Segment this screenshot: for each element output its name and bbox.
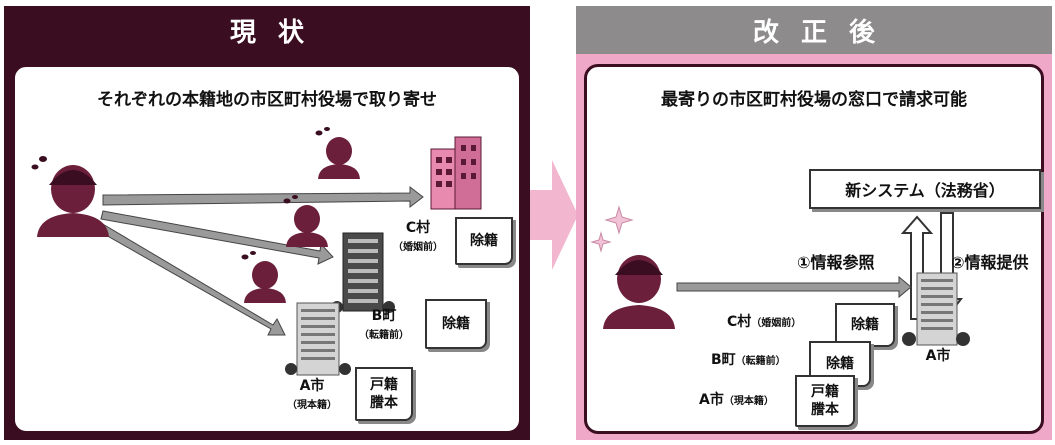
- a-city-row-name: A市: [699, 392, 724, 408]
- current-state-content: それぞれの本籍地の市区町村役場で取り寄せ: [12, 64, 522, 434]
- b-town-note: （転籍前）: [359, 330, 409, 341]
- c-village-document-label: 除籍: [851, 317, 879, 333]
- current-state-caption: それぞれの本籍地の市区町村役場で取り寄せ: [97, 90, 437, 110]
- a-city-document: 戸籍 謄本: [355, 367, 413, 421]
- worry-mark-icon: [31, 156, 47, 170]
- request-arrow-c: [102, 185, 424, 209]
- b-town-building-icon: [331, 232, 395, 313]
- c-village-document: 除籍: [835, 303, 895, 347]
- current-state-panel: 現状 それぞれの本籍地の市区町村役場で取り寄せ: [4, 6, 530, 440]
- current-state-header: 現状: [4, 6, 530, 54]
- a-city-name: A市: [299, 378, 325, 394]
- a-city-note: （現本籍）: [287, 400, 337, 411]
- a-city-building-icon: [285, 302, 351, 376]
- a-city-label: A市: [925, 348, 951, 364]
- b-town-row-name: B町: [711, 352, 736, 368]
- a-city-document-line2: 謄本: [370, 395, 398, 411]
- a-city-row-label: A市（現本籍）: [699, 391, 774, 411]
- a-city-building-icon: [902, 272, 970, 346]
- info-provide-label: ②情報提供: [951, 253, 1029, 272]
- a-city-label: A市 （現本籍）: [277, 377, 347, 415]
- applicant-person-icon: [603, 255, 675, 329]
- info-reference-label: ①情報参照: [797, 253, 875, 272]
- after-revision-header: 改正後: [576, 6, 1052, 54]
- staff-person-a-icon: [241, 251, 286, 303]
- applicant-person-icon: [37, 165, 109, 237]
- b-town-row-label: B町（転籍前）: [711, 351, 786, 371]
- after-revision-content: 最寄りの市区町村役場の窓口で請求可能 新システム（法務省）: [584, 64, 1044, 434]
- c-village-label: C村 （婚姻前）: [383, 219, 453, 257]
- request-arrow-a: [96, 222, 286, 336]
- c-village-name: C村: [405, 220, 431, 236]
- request-arrow: [676, 275, 912, 299]
- c-village-document: 除籍: [455, 217, 513, 265]
- b-town-document-label: 除籍: [826, 356, 854, 372]
- staff-person-b-icon: [283, 195, 328, 247]
- c-village-row-name: C村: [727, 314, 752, 330]
- b-town-document-label: 除籍: [442, 316, 470, 332]
- c-village-note: （婚姻前）: [393, 242, 443, 253]
- transition-arrow-icon: [530, 160, 578, 270]
- after-revision-caption: 最寄りの市区町村役場の窓口で請求可能: [661, 90, 967, 110]
- current-state-frame: それぞれの本籍地の市区町村役場で取り寄せ: [4, 54, 530, 440]
- sparkle-icon: [590, 205, 634, 253]
- new-system-label: 新システム（法務省）: [845, 181, 1005, 200]
- b-town-name: B町: [371, 308, 397, 324]
- b-town-document: 除籍: [425, 299, 487, 349]
- after-revision-panel: 改正後 最寄りの市区町村役場の窓口で請求可能 新システム（法務省）: [576, 6, 1052, 440]
- c-village-building-icon: [430, 136, 482, 210]
- c-village-document-label: 除籍: [470, 233, 498, 249]
- c-village-row-note: （婚姻前）: [751, 318, 802, 329]
- new-system-box: 新システム（法務省）: [809, 169, 1041, 209]
- b-town-row-note: （転籍前）: [735, 356, 786, 367]
- after-revision-frame: 最寄りの市区町村役場の窓口で請求可能 新システム（法務省）: [576, 54, 1052, 440]
- b-town-label: B町 （転籍前）: [349, 307, 419, 345]
- a-city-document: 戸籍 謄本: [795, 375, 855, 427]
- a-city-document-line1: 戸籍: [370, 377, 398, 393]
- a-city-row-note: （現本籍）: [723, 396, 774, 407]
- a-city-document-line2: 謄本: [811, 402, 839, 418]
- request-arrow-b: [100, 210, 334, 265]
- staff-person-c-icon: [315, 127, 360, 179]
- a-city-document-line1: 戸籍: [811, 384, 839, 400]
- c-village-row-label: C村（婚姻前）: [727, 313, 801, 333]
- after-revision-illustration: [590, 205, 970, 346]
- current-state-illustration: [31, 127, 482, 376]
